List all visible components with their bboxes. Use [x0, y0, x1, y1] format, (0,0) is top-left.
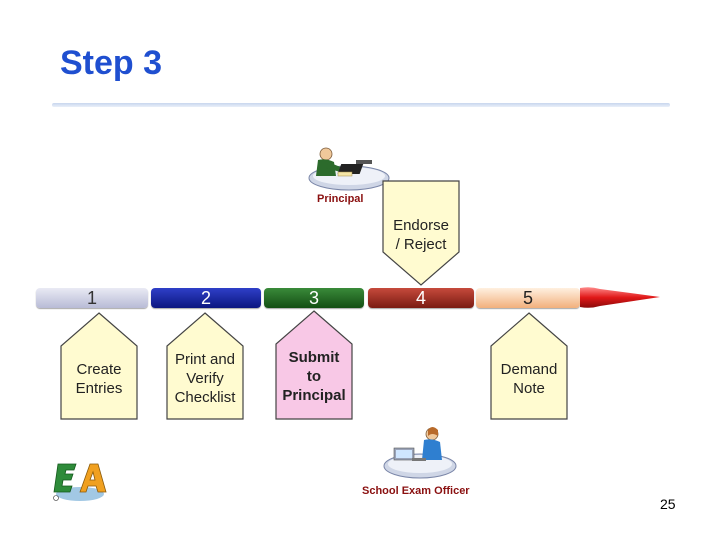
timeline-step-5: 5	[476, 288, 580, 308]
endorse-reject-callout: Endorse / Reject	[382, 180, 460, 286]
timeline-arrowhead-icon	[580, 287, 660, 308]
create-line-1: Create	[76, 361, 122, 378]
endorse-line-2: / Reject	[395, 236, 447, 253]
submit-line-2: to	[306, 368, 322, 385]
slide-title: Step 3	[60, 44, 163, 82]
timeline-step-1: 1	[36, 288, 148, 308]
title-divider	[52, 103, 670, 107]
timeline-step-2: 2	[151, 288, 261, 308]
create-entries-callout: Create Entries	[60, 312, 138, 420]
timeline-step-4: 4	[368, 288, 474, 308]
endorse-line-1: Endorse	[393, 217, 449, 234]
page-number: 25	[660, 496, 676, 512]
create-line-2: Entries	[75, 380, 123, 397]
timeline-step-3: 3	[264, 288, 364, 308]
exam-officer-label: School Exam Officer	[362, 485, 470, 497]
submit-line-3: Principal	[282, 387, 346, 404]
submit-to-principal-callout: Submit to Principal	[275, 310, 353, 420]
principal-illustration	[304, 140, 390, 194]
principal-label: Principal	[317, 193, 364, 205]
demand-line-1: Demand	[500, 361, 558, 378]
demand-line-2: Note	[513, 380, 545, 397]
process-timeline: 1 2 3 4 5	[36, 287, 660, 310]
print-line-2: Verify	[186, 370, 224, 387]
submit-line-1: Submit	[288, 349, 340, 366]
person-at-desk-icon	[308, 147, 390, 191]
exam-officer-illustration	[382, 422, 458, 482]
person-at-computer-icon	[383, 427, 457, 479]
print-verify-callout: Print and Verify Checklist	[166, 312, 244, 420]
print-line-1: Print and	[174, 351, 236, 368]
demand-note-callout: Demand Note	[490, 312, 568, 420]
hkeaa-logo-icon	[53, 463, 107, 501]
print-line-3: Checklist	[174, 389, 236, 406]
